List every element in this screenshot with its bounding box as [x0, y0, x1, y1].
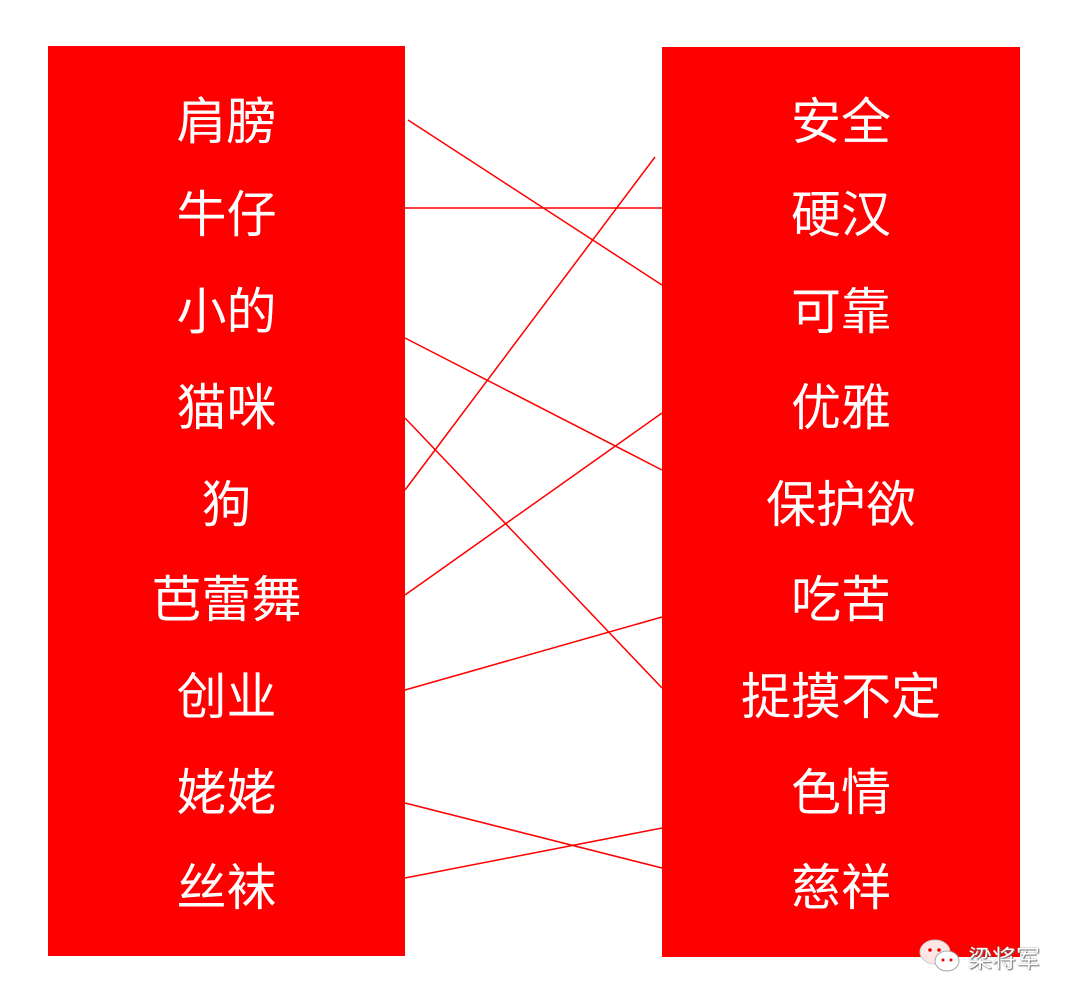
watermark-text: 梁将军 [968, 944, 1040, 973]
right-item: 慈祥 [791, 859, 891, 917]
left-item: 猫咪 [176, 379, 277, 437]
connection-line [404, 337, 663, 471]
left-item: 创业 [176, 668, 277, 726]
left-item: 丝袜 [176, 859, 277, 917]
right-item: 保护欲 [766, 476, 916, 534]
connection-line [407, 119, 663, 286]
left-item: 狗 [201, 476, 252, 534]
connection-line [404, 417, 663, 689]
left-item: 牛仔 [176, 186, 277, 244]
right-column: 安全硬汉可靠优雅保护欲吃苦捉摸不定色情慈祥 [662, 47, 1020, 957]
left-item: 肩膀 [176, 93, 277, 151]
left-column: 肩膀牛仔小的猫咪狗芭蕾舞创业姥姥丝袜 [48, 46, 405, 956]
connection-line [404, 827, 663, 879]
left-item: 小的 [176, 283, 277, 341]
connection-line [404, 616, 663, 691]
connection-line [404, 156, 656, 491]
connection-line [404, 802, 663, 869]
right-item: 优雅 [791, 379, 891, 437]
watermark: 梁将军 [918, 938, 1040, 974]
right-item: 色情 [791, 764, 891, 822]
right-item: 捉摸不定 [741, 668, 941, 726]
right-item: 硬汉 [791, 186, 891, 244]
connection-line [404, 412, 663, 596]
right-item: 吃苦 [791, 571, 891, 629]
left-item: 芭蕾舞 [151, 571, 302, 629]
right-item: 可靠 [791, 283, 891, 341]
left-item: 姥姥 [176, 764, 277, 822]
right-item: 安全 [791, 93, 891, 151]
wechat-icon [919, 939, 960, 972]
